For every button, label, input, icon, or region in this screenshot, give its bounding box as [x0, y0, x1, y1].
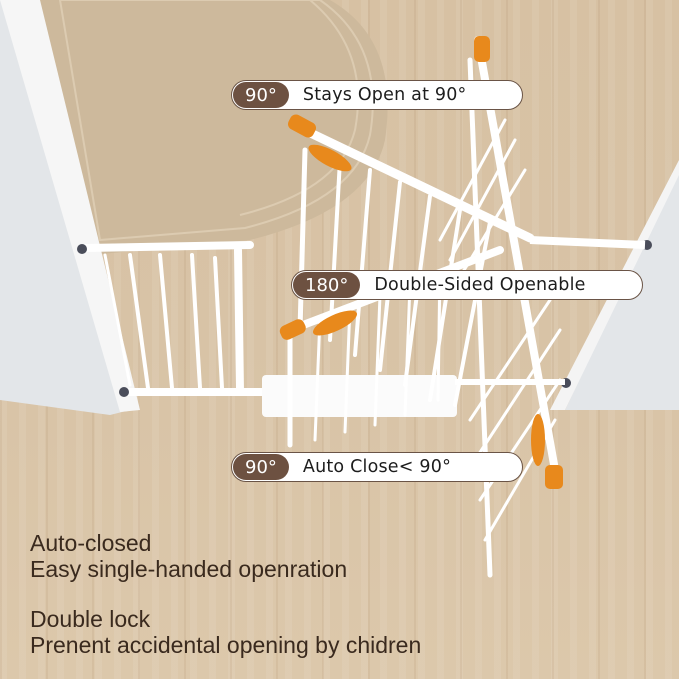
callout-text: Auto Close< 90°: [302, 457, 452, 477]
callout-badge: 90°: [233, 82, 289, 108]
callout-stays-open: 90° Stays Open at 90°: [231, 80, 523, 110]
callout-badge: 180°: [293, 272, 361, 298]
rug: [40, 0, 388, 255]
feature-detail: Easy single-handed openration: [30, 556, 348, 582]
callout-badge: 90°: [233, 454, 289, 480]
feature-double-lock: Double lock Prenent accidental opening b…: [30, 606, 421, 658]
feature-auto-closed: Auto-closed Easy single-handed openratio…: [30, 530, 347, 582]
callout-text: Double-Sided Openable: [374, 275, 586, 295]
feature-title: Double lock: [30, 606, 151, 632]
feature-title: Auto-closed: [30, 530, 152, 556]
feature-detail: Prenent accidental opening by chidren: [30, 632, 422, 658]
callout-text: Stays Open at 90°: [302, 85, 467, 105]
callout-double-sided: 180° Double-Sided Openable: [291, 270, 643, 300]
orange-handles: [279, 36, 563, 489]
callout-auto-close: 90° Auto Close< 90°: [231, 452, 523, 482]
